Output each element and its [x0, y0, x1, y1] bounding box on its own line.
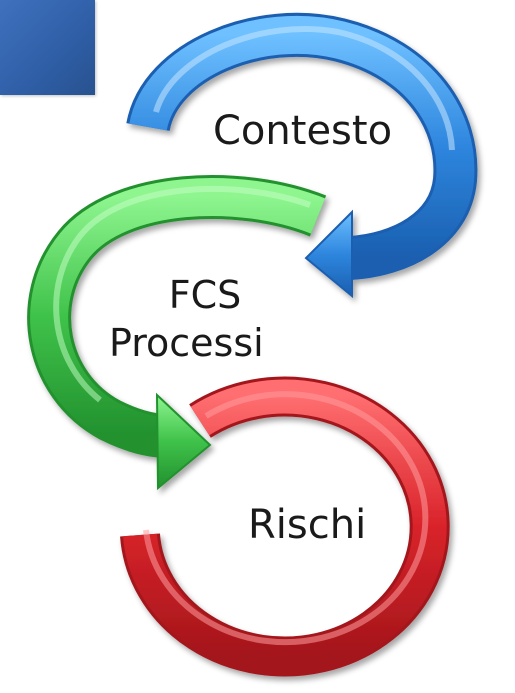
corner-accent-block	[0, 0, 95, 95]
rischi-ring	[120, 376, 450, 677]
contesto-label: Contesto	[213, 108, 393, 154]
fcs-processi-arrow	[27, 174, 327, 491]
rischi-label: Rischi	[248, 502, 367, 548]
fcs-label: FCS	[168, 273, 242, 317]
processi-label: Processi	[109, 321, 264, 365]
contesto-arrow	[126, 12, 478, 299]
